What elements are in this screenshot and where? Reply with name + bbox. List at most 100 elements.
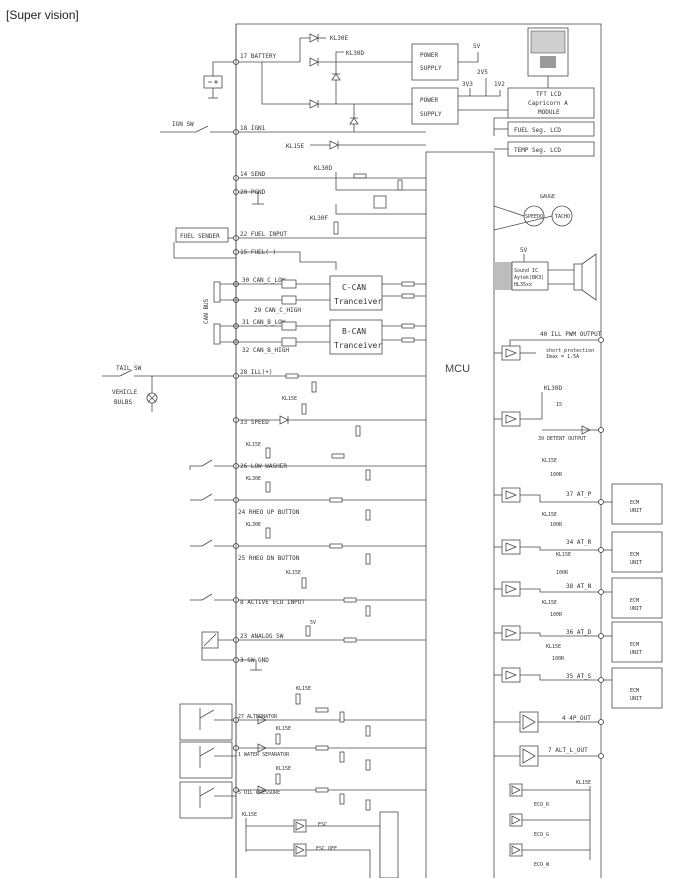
pin-37 [598,499,604,505]
pin-label-oil-pressure: 5 OIL PRESSURE [238,790,280,796]
rail-kl15e-oil: KL15E [276,766,291,772]
rail-1v2: 1V2 [494,81,505,88]
detent-driver [501,411,521,427]
power-supply-2-line2: SUPPLY [420,111,442,118]
r100-at-p: 100R [550,472,563,478]
cluster-module-frame [235,23,602,878]
ign-sw-label: IGN SW [172,121,194,128]
pin-34 [598,547,604,553]
r100-at-r: 100R [550,522,563,528]
pin-40 [598,337,604,343]
rail-kl15e-water: KL15E [276,726,291,732]
c-can-line1: C-CAN [342,283,366,292]
r100-at-d: 100R [550,612,563,618]
oil-pressure-sensor-box [179,781,233,819]
pin-label-can-c-high: 29 CAN_C_HIGH [254,307,301,314]
speedo-label: SPEEDO [525,214,543,220]
vehicle-bulbs-line2: BULBS [114,399,132,406]
rail-kl15e-washer: KL15E [246,442,261,448]
pin-36 [598,633,604,639]
pin-label-ill-pwm: 40 ILL PWM OUTPUT [540,331,602,338]
pin-label-rheo-dn: 25 RHEO DN BUTTON [238,555,300,562]
rail-3v3: 3V3 [462,81,473,88]
rail-kl15e-esc: KL15E [242,812,257,818]
fuel-seg-lcd-label: FUEL Seg. LCD [514,127,561,134]
rail-kl15e-speed: KL15E [282,396,297,402]
ecm-unit-5 [611,667,663,709]
page-title: [Super vision] [6,8,79,22]
pin-label-at-s: 35 AT_S [566,673,592,680]
tacho-label: TACHO [555,214,570,220]
power-supply-1-line1: POWER [420,52,438,59]
switch-low-washer [189,459,236,470]
can-b-connector [213,323,221,345]
pin-35 [598,677,604,683]
pin-label-at-d: 36 AT_D [566,629,592,636]
rail-kl30d-send: KL30D [314,165,332,172]
can-bus-label: CAN BUS [203,298,210,324]
mcu-block [425,151,495,878]
ill-driver [501,345,521,361]
pin-label-at-p: 37 AT_P [566,491,592,498]
rail-5v-top: 5V [473,43,481,50]
r100-at-n: 100R [556,570,569,576]
short-protection-line1: short protection [546,348,594,354]
ecm-unit-2 [611,531,663,573]
pin-label-low-washer: 26 LOW WASHER [240,463,287,470]
power-supply-1-line2: SUPPLY [420,65,442,72]
rail-kl30d-detent: KL30D [544,385,562,392]
pin-label-detent: 39 DETENT OUTPUT [538,436,586,442]
pin-label-fuel-minus: 15 FUEL(-) [240,249,276,256]
tft-screen-icon [530,30,566,54]
alternator-sensor-box [179,703,233,741]
pin-label-active-eco: 8 ACTIVE ECO INPUT [240,599,305,606]
temp-seg-lcd-label: TEMP Seg. LCD [514,147,561,154]
gauge-label: GAUGE [540,194,555,200]
power-supply-1 [411,43,459,81]
rail-kl30e: KL30E [330,35,348,42]
pin-label-fuel-input: 22 FUEL INPUT [240,231,287,238]
ecm-unit-1-line1: ECM [630,500,639,506]
b-can-line1: B-CAN [342,327,366,336]
rail-kl15e-at-r: KL15E [542,512,557,518]
rail-5v-sound: 5V [520,247,528,254]
pin-label-sw-gnd: 3 SW GND [240,657,269,664]
fuel-sender-block [175,227,229,243]
ecm-unit-1 [611,483,663,525]
pin-label-alt-l-out: 7 ALT_L_OUT [548,747,588,754]
pin-7 [598,753,604,759]
tft-lcd-module [507,87,595,119]
at-output-channels: KL15E 100R 37 AT_P KL15E 100R 34 AT_R KL… [494,458,604,683]
rail-kl15e-at-d: KL15E [542,600,557,606]
vehicle-bulbs-line1: VEHICLE [112,389,138,396]
rail-kl30f: KL30F [310,215,328,222]
pin-label-send: 14 SEND [240,171,266,178]
pin-label-ign1: 18 IGN1 [240,125,266,132]
b-can-line2: Tranceiver [334,341,382,350]
led-eco-r: ECO_R [534,802,550,808]
rail-kl15e-at-p: KL15E [542,458,557,464]
pin-label-rheo-up: 24 RHEO UP BUTTON [238,509,300,516]
rail-kl30e-rheo-dn: KL30E [246,522,261,528]
battery-icon [203,75,223,89]
r100-at-s: 100R [552,656,565,662]
led-esc: ESC [318,822,327,828]
led-esc-off: ESC OFF [316,846,337,852]
ecm-unit-2-line1: ECM [630,552,639,558]
speaker-icon [573,263,583,291]
rail-kl15e-eco: KL15E [286,570,301,576]
water-separator-sensor-box [179,741,233,779]
rail-5v-analog: 5V [310,620,316,626]
sound-ic [511,261,549,291]
ecm-unit-3-line2: UNIT [630,606,642,612]
ecm-unit-4 [611,621,663,663]
transistor-icon [373,195,387,209]
rail-kl15e-top: KL15E [286,143,304,150]
pin-label-at-n: 38 AT_N [566,583,592,590]
pin-label-battery: 17 BATTERY [240,53,277,60]
detent-r15: 15 [556,402,562,408]
pin-4 [598,719,604,725]
rail-kl30d: KL30D [346,50,364,57]
ecm-unit-5-line2: UNIT [630,696,642,702]
pin-label-can-c-low: 30 CAN_C_LOW [242,277,286,284]
